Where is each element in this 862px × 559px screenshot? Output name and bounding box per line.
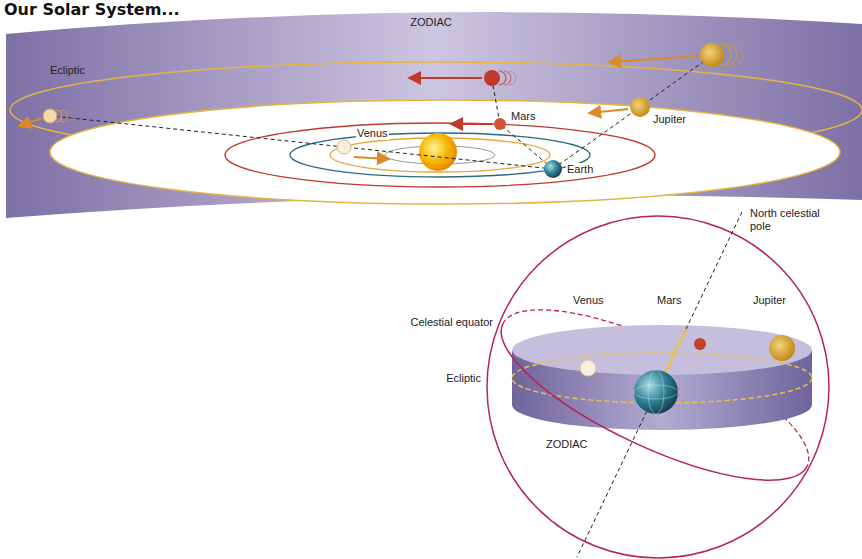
planet-label: Venus	[572, 294, 605, 307]
zodiac-label: ZODIAC	[410, 16, 452, 29]
planet-label: Mars	[656, 294, 682, 307]
equator-label: Celestial equator	[409, 316, 494, 329]
planet-label: Venus	[356, 127, 389, 140]
planet-label: Jupiter	[652, 113, 687, 126]
zodiac-label: ZODIAC	[545, 438, 589, 451]
planet-label: Jupiter	[752, 294, 787, 307]
ecliptic-label: Ecliptic	[50, 64, 85, 77]
pole-label: North celestial pole	[750, 207, 826, 233]
planet-label: Mars	[510, 110, 536, 123]
planet-label: Earth	[566, 163, 594, 176]
page-title: Our Solar System...	[4, 0, 180, 19]
ecliptic-label: Ecliptic	[445, 372, 482, 385]
